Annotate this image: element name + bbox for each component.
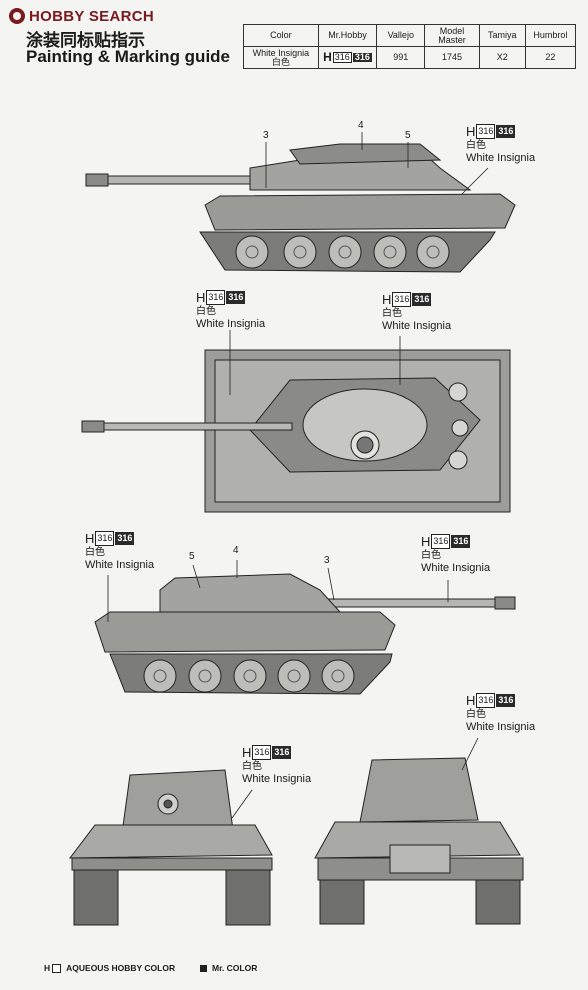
legend-aqueous-label: AQUEOUS HOBBY COLOR [66,963,176,973]
black-square-icon [200,964,207,972]
side-view-left [85,143,516,273]
side-view-right [94,573,516,695]
title-chinese: 涂装同标贴指示 [26,31,145,50]
aqueous-code: 316 [332,52,352,63]
hobby-search-logo: HOBBY SEARCH [8,6,186,26]
legend-mrcolor: Mr. COLOR [200,963,257,973]
top-view [81,349,511,513]
mrhobby-cell: H 316 316 [317,46,378,69]
part-number: 3 [324,555,330,566]
model-master-cell: 1745 [424,46,480,69]
legend-aqueous: H AQUEOUS HOBBY COLOR [44,963,175,973]
table-row: White Insignia 白色 H 316 316 991 1745 X2 … [243,46,577,69]
color-name-cell: White Insignia 白色 [243,46,319,69]
color-name-en: White Insignia [252,47,310,58]
part-number: 5 [405,130,411,141]
logo-icon [9,8,25,24]
part-number: 5 [189,551,195,562]
white-square-icon [52,963,62,973]
part-number: 4 [233,545,239,556]
color-reference-table: Color Mr.Hobby Vallejo Model Master Tami… [243,24,577,69]
legend-mrcolor-label: Mr. COLOR [212,963,258,973]
part-number: 3 [263,130,269,141]
rear-view [314,757,524,925]
h-prefix: H [323,50,332,64]
humbrol-cell: 22 [524,46,577,69]
mrcolor-code: 316 [352,52,372,62]
color-name-cn: 白色 [271,56,290,67]
h-prefix: H [44,963,51,973]
brand-name: HOBBY SEARCH [29,7,155,25]
page-title: Painting & Marking guide [26,47,231,66]
col-model-master: Model Master [424,24,480,47]
part-number: 4 [358,120,364,131]
front-view [68,769,273,926]
